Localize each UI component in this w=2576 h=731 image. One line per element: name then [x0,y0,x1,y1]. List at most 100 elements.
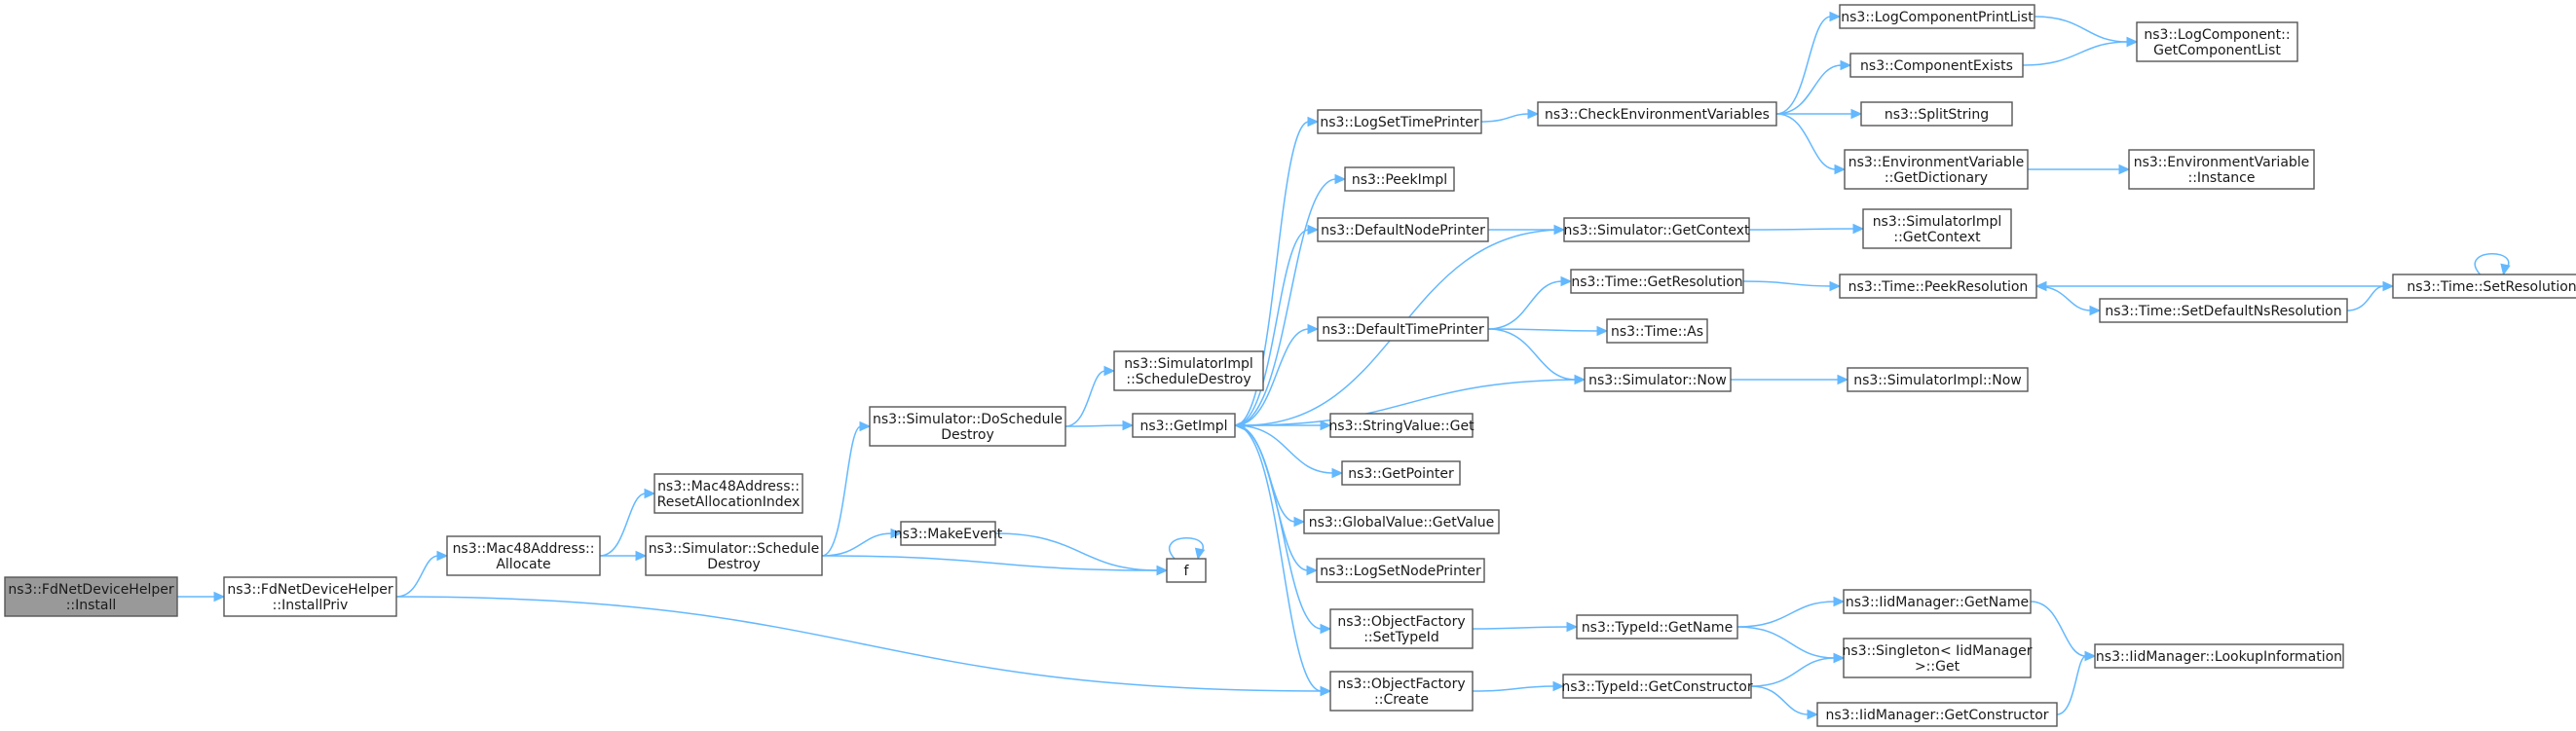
node-box [1316,558,1485,583]
edge-scheddestroy-to-doscheddestroy [821,420,872,557]
node-logsettimeprinter[interactable]: ns3::LogSetTimePrinter [1317,109,1482,134]
node-ofcreate[interactable]: ns3::ObjectFactory::Create [1329,671,1474,712]
arrowhead [1566,621,1579,633]
node-compexists[interactable]: ns3::ComponentExists [1849,53,2024,78]
node-envgetdict[interactable]: ns3::EnvironmentVariable::GetDictionary [1844,149,2029,190]
edge-line [1736,601,1836,628]
edge-line [1234,328,1310,426]
node-envinstance[interactable]: ns3::EnvironmentVariable::Instance [2128,149,2315,190]
node-timeas[interactable]: ns3::Time::As [1606,318,1708,344]
node-typeidgetctor[interactable]: ns3::TypeId::GetConstructor [1561,674,1753,699]
edge-getimpl-to-ofsettypeid [1234,424,1332,635]
node-defaulttimeprinter[interactable]: ns3::DefaultTimePrinter [1317,316,1489,342]
node-f[interactable]: f [1166,558,1207,583]
edge-allocate-to-scheddestroy [599,550,648,562]
edge-installpriv-to-allocate [395,550,449,598]
node-timesetres[interactable]: ns3::Time::SetResolution [2392,274,2576,299]
node-label: ns3::FdNetDeviceHelper [227,582,392,598]
node-simgetcontext[interactable]: ns3::Simulator::GetContext [1563,217,1750,242]
node-box [1849,53,2024,78]
node-makeevent[interactable]: ns3::MakeEvent [894,521,1003,546]
node-box [653,473,803,514]
edge-line [2022,41,2129,66]
edge-getimpl-to-getpointer [1234,424,1344,479]
arrowhead [890,528,903,539]
node-install[interactable]: ns3::FdNetDeviceHelper::Install [4,576,178,617]
node-label: ns3::SimulatorImpl [1873,214,2002,230]
node-splitstring[interactable]: ns3::SplitString [1860,101,2013,127]
node-iidgetctor[interactable]: ns3::IidManager::GetConstructor [1816,702,2058,727]
node-label: ns3::DefaultTimePrinter [1322,322,1484,338]
node-getimpl[interactable]: ns3::GetImpl [1132,413,1236,438]
node-implgetcontext[interactable]: ns3::SimulatorImpl::GetContext [1862,208,2012,249]
node-iidgetname[interactable]: ns3::IidManager::GetName [1843,589,2032,614]
node-peekimpl[interactable]: ns3::PeekImpl [1344,166,1455,192]
node-label: ns3::ObjectFactory [1337,614,1465,630]
node-label: ns3::IidManager::LookupInformation [2096,649,2342,665]
node-label: ns3::Time::SetDefaultNsResolution [2105,304,2341,319]
node-installpriv[interactable]: ns3::FdNetDeviceHelper::InstallPriv [223,576,397,617]
node-timegetres[interactable]: ns3::Time::GetResolution [1570,269,1744,294]
edge-timesetres-to-timepeekres [2035,280,2393,292]
node-label: ns3::TypeId::GetName [1582,620,1733,636]
edge-defaulttimeprinter-to-timeas [1487,325,1609,337]
node-box [1317,316,1489,342]
edge-line [1234,178,1337,426]
edge-line [1234,424,1309,571]
node-iidlookup[interactable]: ns3::IidManager::LookupInformation [2094,643,2344,669]
node-defaultnodeprinter[interactable]: ns3::DefaultNodePrinter [1317,217,1489,242]
node-logcompgetlist[interactable]: ns3::LogComponent::GetComponentList [2136,21,2298,62]
node-box [1563,217,1750,242]
edge-line [2474,253,2510,275]
edge-line [1736,626,1836,659]
arrowhead [2084,650,2097,662]
node-label: ns3::SplitString [1885,107,1989,123]
node-box [1839,274,2037,299]
node-label: ns3::StringValue::Get [1328,419,1475,434]
node-singletonget[interactable]: ns3::Singleton< IidManager >::Get [1843,638,2033,678]
node-stringvalueget[interactable]: ns3::StringValue::Get [1328,413,1475,438]
node-timepeekres[interactable]: ns3::Time::PeekResolution [1839,274,2037,299]
node-implscheddestroy[interactable]: ns3::SimulatorImpl::ScheduleDestroy [1113,350,1264,391]
edge-typeidgetctor-to-singletonget [1750,652,1846,687]
node-getpointer[interactable]: ns3::GetPointer [1341,460,1461,486]
edge-timegetres-to-timepeekres [1742,280,1842,292]
node-globalvalueget[interactable]: ns3::GlobalValue::GetValue [1303,509,1500,534]
node-timesetdefaultns[interactable]: ns3::Time::SetDefaultNsResolution [2099,298,2348,323]
node-typeidgetname[interactable]: ns3::TypeId::GetName [1576,614,1738,640]
edge-ofcreate-to-typeidgetctor [1472,680,1565,692]
node-label: ns3::Simulator::Now [1588,373,1727,388]
arrowhead [2126,36,2139,48]
node-scheddestroy[interactable]: ns3::Simulator::ScheduleDestroy [645,535,823,576]
arrowhead [1320,685,1332,697]
node-box [4,576,178,617]
node-allocate[interactable]: ns3::Mac48Address::Allocate [446,535,601,576]
node-checkenv[interactable]: ns3::CheckEnvironmentVariables [1537,101,1777,127]
node-box [1132,413,1236,438]
node-implnow[interactable]: ns3::SimulatorImpl::Now [1847,367,2029,392]
edge-line [1748,228,1855,231]
edge-line [1750,685,1810,715]
arrowhead [1307,323,1320,335]
arrowhead [1306,565,1319,576]
node-resetalloc[interactable]: ns3::Mac48Address::ResetAllocationIndex [653,473,803,514]
edge-line [1234,424,1334,474]
node-simnow[interactable]: ns3::Simulator::Now [1584,367,1732,392]
node-ofsettypeid[interactable]: ns3::ObjectFactory::SetTypeId [1329,608,1474,649]
node-box [869,406,1066,447]
node-label: ns3::IidManager::GetName [1846,595,2029,610]
node-box [1862,208,2012,249]
node-label: ns3::Singleton< IidManager [1843,643,2033,659]
edge-typeidgetctor-to-iidgetctor [1750,685,1819,720]
arrowhead [1233,420,1246,431]
arrowhead [1560,275,1573,287]
edge-line [2346,285,2385,311]
edge-getimpl-to-peekimpl [1234,173,1347,426]
node-label: ns3::LogSetNodePrinter [1320,564,1481,579]
node-label: ns3::ObjectFactory [1337,676,1465,692]
node-logcompprintlist[interactable]: ns3::LogComponentPrintList [1839,4,2035,29]
arrowhead [2500,263,2511,276]
node-logsetnodeprinter[interactable]: ns3::LogSetNodePrinter [1316,558,1485,583]
